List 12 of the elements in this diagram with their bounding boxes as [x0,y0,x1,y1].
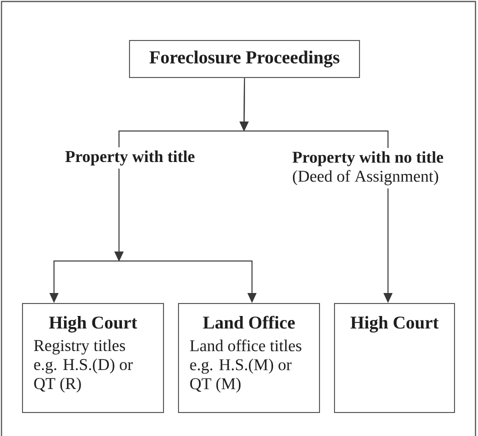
box-title: Land Office [203,316,295,329]
box-title: High Court [49,316,138,332]
box-title: High Court [350,316,439,332]
description-text: Registry titles e.g. H.S.(D) or QT (R) [34,340,133,392]
process-box [178,303,320,413]
description-text: Land office titles e.g. H.S.(M) or QT (M) [190,340,302,393]
process-box [334,303,455,413]
note-text: (Deed of Assignment) [292,170,438,186]
branch-label: Property with no title [292,151,444,166]
process-box: Foreclosure Proceedings [129,40,360,78]
branch-label: Property with title [65,150,194,166]
process-box [22,303,164,413]
